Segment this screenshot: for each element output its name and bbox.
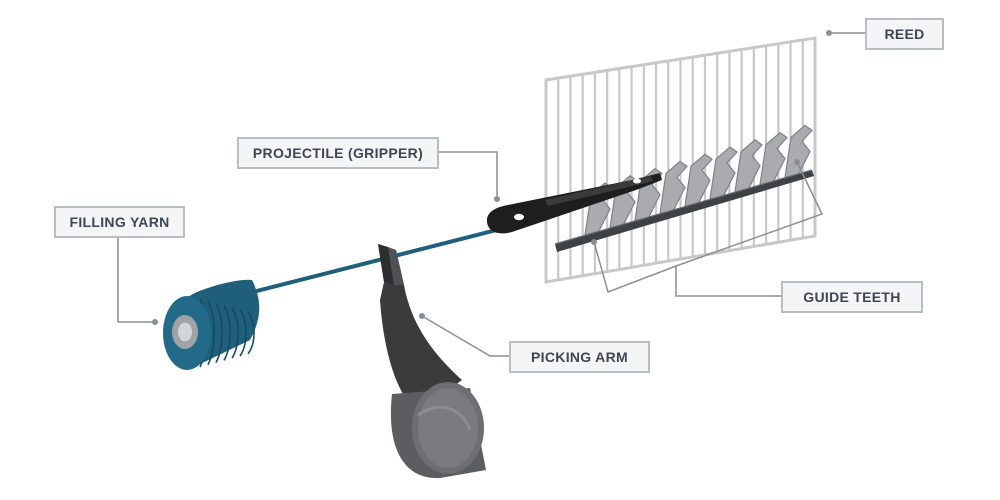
yarn-winding (223, 305, 231, 361)
yarn-winding (207, 300, 215, 366)
guide-tooth (734, 139, 763, 193)
guide-bar-edge (554, 169, 813, 245)
leader-guide-teeth-2 (675, 161, 824, 267)
yarn-winding (247, 311, 255, 355)
leader-picking-arm (421, 315, 509, 357)
leader-lines (117, 30, 865, 357)
guide-tooth (659, 160, 688, 215)
guide-teeth-label: GUIDE TEETH (781, 281, 923, 313)
gripper-hole (514, 213, 524, 221)
yarn-winding (215, 303, 223, 363)
filling-yarn-package (163, 279, 260, 370)
yarn-winding (231, 307, 239, 359)
leader-filling-yarn (117, 237, 155, 323)
filling-yarn-label: FILLING YARN (54, 206, 185, 238)
guide-tooth (784, 124, 813, 179)
guide-tooth (759, 131, 788, 186)
picking-arm (378, 244, 486, 479)
guide-bar (555, 170, 814, 252)
projectile-label: PROJECTILE (GRIPPER) (237, 137, 439, 169)
gripper-hole-2 (633, 178, 641, 184)
guide-tooth (709, 146, 738, 200)
guide-tooth (684, 153, 713, 207)
reed-label: REED (865, 18, 944, 50)
leader-projectile (439, 151, 498, 199)
picking-arm-label: PICKING ARM (509, 341, 650, 373)
yarn-winding (239, 309, 247, 357)
projectile-gripper (486, 173, 662, 234)
